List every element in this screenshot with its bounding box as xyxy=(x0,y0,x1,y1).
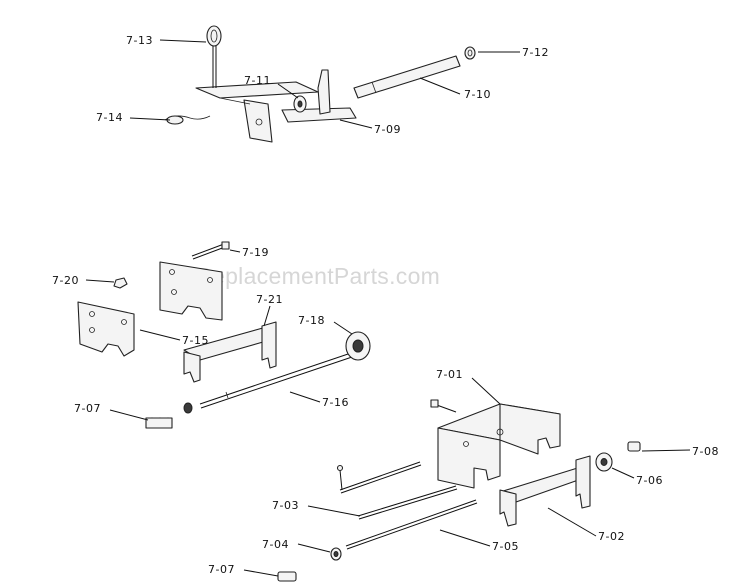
rod-part-7-16 xyxy=(199,351,356,409)
spring-part-7-07-upper xyxy=(145,417,173,429)
bushing-part-7-06 xyxy=(595,452,613,472)
callout-7-19: 7-19 xyxy=(242,246,269,259)
callout-7-08: 7-08 xyxy=(692,445,719,458)
frame-part-7-01 xyxy=(437,403,561,489)
callout-7-11: 7-11 xyxy=(244,74,271,87)
callout-7-16: 7-16 xyxy=(322,396,349,409)
callout-7-04: 7-04 xyxy=(262,538,289,551)
spacer-part-7-11 xyxy=(293,95,307,113)
watermark-text: eReplacementParts.com xyxy=(182,263,440,289)
rod-part-7-05 xyxy=(345,499,478,550)
rod-part-7-03 xyxy=(336,461,458,520)
plate-part-7-15-front xyxy=(77,301,135,357)
callout-7-13: 7-13 xyxy=(126,34,153,47)
nut-part-7-20 xyxy=(113,277,128,289)
bearing-part-7-18 xyxy=(345,331,371,361)
bolt-part-7-19 xyxy=(191,241,230,260)
callout-7-20: 7-20 xyxy=(52,274,79,287)
cap-part-7-08 xyxy=(627,441,641,452)
callout-7-01: 7-01 xyxy=(436,368,463,381)
ring-part-7-12 xyxy=(464,46,476,60)
bracket-part-7-02 xyxy=(499,455,591,527)
callout-labels: 7-13 7-11 7-12 7-14 7-10 7-09 7-19 7-20 … xyxy=(52,34,719,576)
callout-7-15: 7-15 xyxy=(182,334,209,347)
callout-7-02: 7-02 xyxy=(598,530,625,543)
callout-7-18: 7-18 xyxy=(298,314,325,327)
bolt-part-7-01 xyxy=(430,399,457,413)
callout-7-12: 7-12 xyxy=(522,46,549,59)
washer-part-7-04 xyxy=(330,547,342,561)
callout-7-07-upper: 7-07 xyxy=(74,402,101,415)
pin-ring-part-7-13 xyxy=(206,25,222,88)
spring-part-7-07-lower xyxy=(277,571,297,582)
bracket-part-7-21 xyxy=(183,321,277,383)
callout-7-09: 7-09 xyxy=(374,123,401,136)
shaft-part-7-10 xyxy=(353,55,461,99)
callout-7-21: 7-21 xyxy=(256,293,283,306)
callout-7-07-lower: 7-07 xyxy=(208,563,235,576)
callout-7-10: 7-10 xyxy=(464,88,491,101)
hitch-lever-part-7-09 xyxy=(195,69,357,143)
leader-lines xyxy=(85,39,691,577)
clip-part-7-14 xyxy=(164,115,211,125)
collar-part-7-16 xyxy=(183,402,193,414)
callout-7-03: 7-03 xyxy=(272,499,299,512)
plate-part-7-15-rear xyxy=(159,261,223,321)
callout-7-14: 7-14 xyxy=(96,111,123,124)
callout-7-06: 7-06 xyxy=(636,474,663,487)
callout-7-05: 7-05 xyxy=(492,540,519,553)
